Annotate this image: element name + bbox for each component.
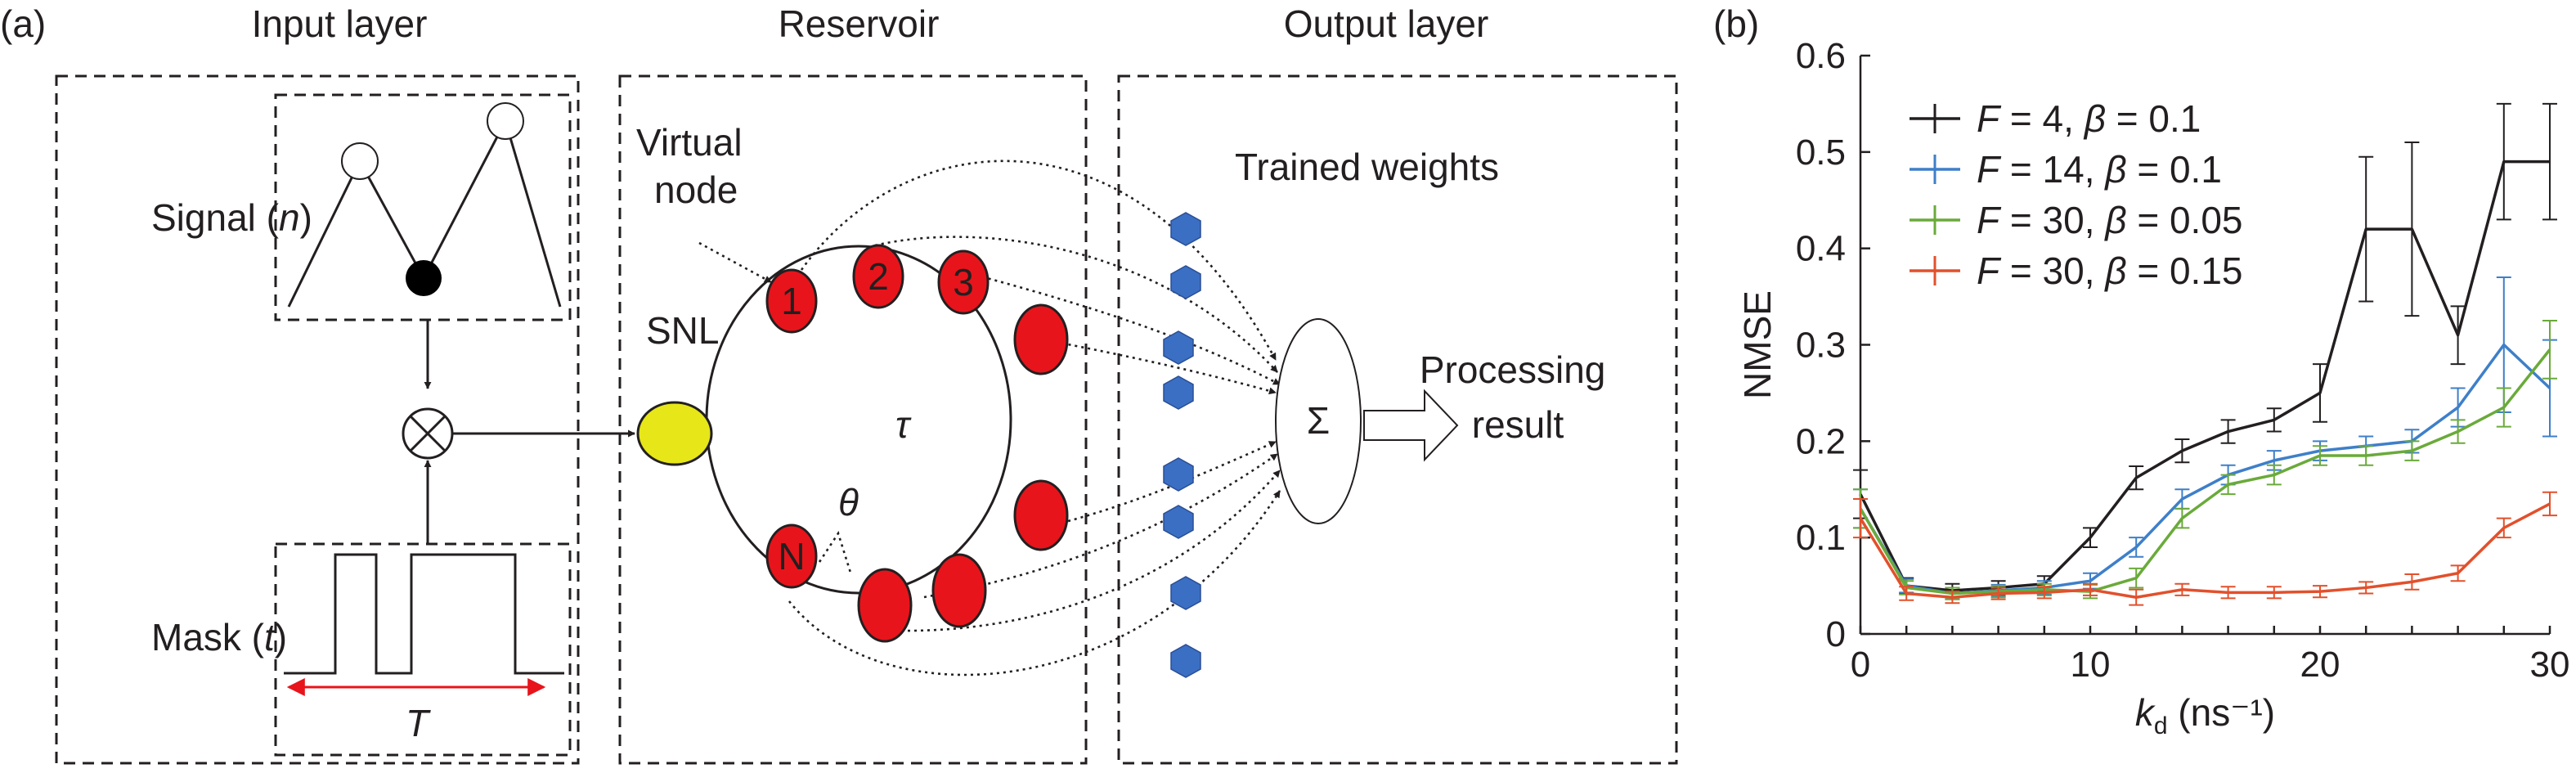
panel-b-label: (b) [1713,2,1759,45]
signal-box [274,93,572,321]
series-2 [1853,276,2557,600]
y-tick-label: 0.3 [1796,326,1846,366]
legend-label: F = 30, β = 0.15 [1977,249,2243,292]
reservoir-box [618,74,1088,765]
signal-point [487,102,524,140]
series-line [1859,160,2550,592]
mask-period-label: T [406,702,431,744]
x-tick-label: 10 [2071,645,2111,685]
y-tick-label: 0.5 [1796,133,1846,173]
snl-label: SNL [646,309,719,352]
reservoir-title: Reservoir [779,2,940,45]
series-line [1859,348,2551,595]
input-layer-box [55,74,580,765]
theta-indicator [818,530,852,573]
sum-symbol: Σ [1307,399,1330,442]
svg-text:2: 2 [868,255,889,298]
mask-box [274,542,572,757]
y-tick-label: 0 [1826,614,1846,654]
virtual-node-1: 1 [765,268,818,334]
svg-text:N: N [778,535,805,578]
processing-result-label: Processing result [1420,348,1616,446]
series-4 [1853,491,2557,606]
virtual-node-label: Virtual node [636,121,752,211]
virtual-node-4 [1013,303,1069,375]
virtual-nodes: 1 2 3 N [765,244,1069,643]
virtual-node-6 [931,553,987,628]
x-tick-label: 30 [2530,645,2570,685]
signal-label: Signal (n) [151,196,312,239]
output-layer-box [1117,74,1678,765]
virtual-node-3: 3 [937,249,990,315]
result-arrow [1363,389,1459,462]
mask-label: Mask (t) [151,616,287,658]
y-tick-label: 0.2 [1796,421,1846,461]
y-tick-label: 0.6 [1796,36,1846,76]
tau-label: τ [895,403,912,446]
input-layer-title: Input layer [252,2,428,45]
panel-a-label: (a) [0,2,46,45]
y-tick-label: 0.4 [1796,229,1846,269]
x-tick-label: 20 [2300,645,2340,685]
legend-label: F = 30, β = 0.05 [1977,199,2243,241]
legend-entry: F = 30, β = 0.15 [1910,249,2243,292]
x-tick-label: 0 [1851,645,1870,685]
legend-label: F = 14, β = 0.1 [1977,148,2222,191]
theta-label: θ [838,481,859,524]
y-axis-label: NMSE [1736,290,1779,399]
multiplier-icon [402,407,454,460]
x-axis-label: kd (ns⁻¹) [2135,691,2275,739]
legend-label: F = 4, β = 0.1 [1977,97,2201,140]
nmse-chart: 0 0.1 0.2 0.3 0.4 0.5 0.6 0 10 20 30 kd (ns⁻¹) NMSE F… [1736,36,2569,739]
sum-node [1275,318,1362,524]
virtual-node-n: N [765,524,818,589]
virtual-node-2: 2 [852,244,904,309]
virtual-node-7 [857,568,913,643]
output-layer-title: Output layer [1284,2,1489,45]
trained-weights-label: Trained weights [1235,146,1499,188]
signal-point [406,260,442,296]
series-3 [1853,320,2557,600]
y-tick-label: 0.1 [1796,518,1846,558]
series-line [1859,343,2551,595]
svg-text:1: 1 [781,280,802,322]
mask-waveform [284,553,564,675]
snl-node [636,401,713,466]
svg-text:3: 3 [953,261,974,303]
weight-markers [1163,212,1201,678]
virtual-node-pointer [698,241,772,284]
legend-entry: F = 30, β = 0.05 [1910,199,2243,241]
virtual-node-5 [1013,479,1069,551]
node-to-sum-connections [788,160,1281,676]
legend-entry: F = 4, β = 0.1 [1910,97,2201,140]
signal-point [341,142,379,180]
series-line [1859,502,2551,599]
legend-entry: F = 14, β = 0.1 [1910,148,2222,191]
